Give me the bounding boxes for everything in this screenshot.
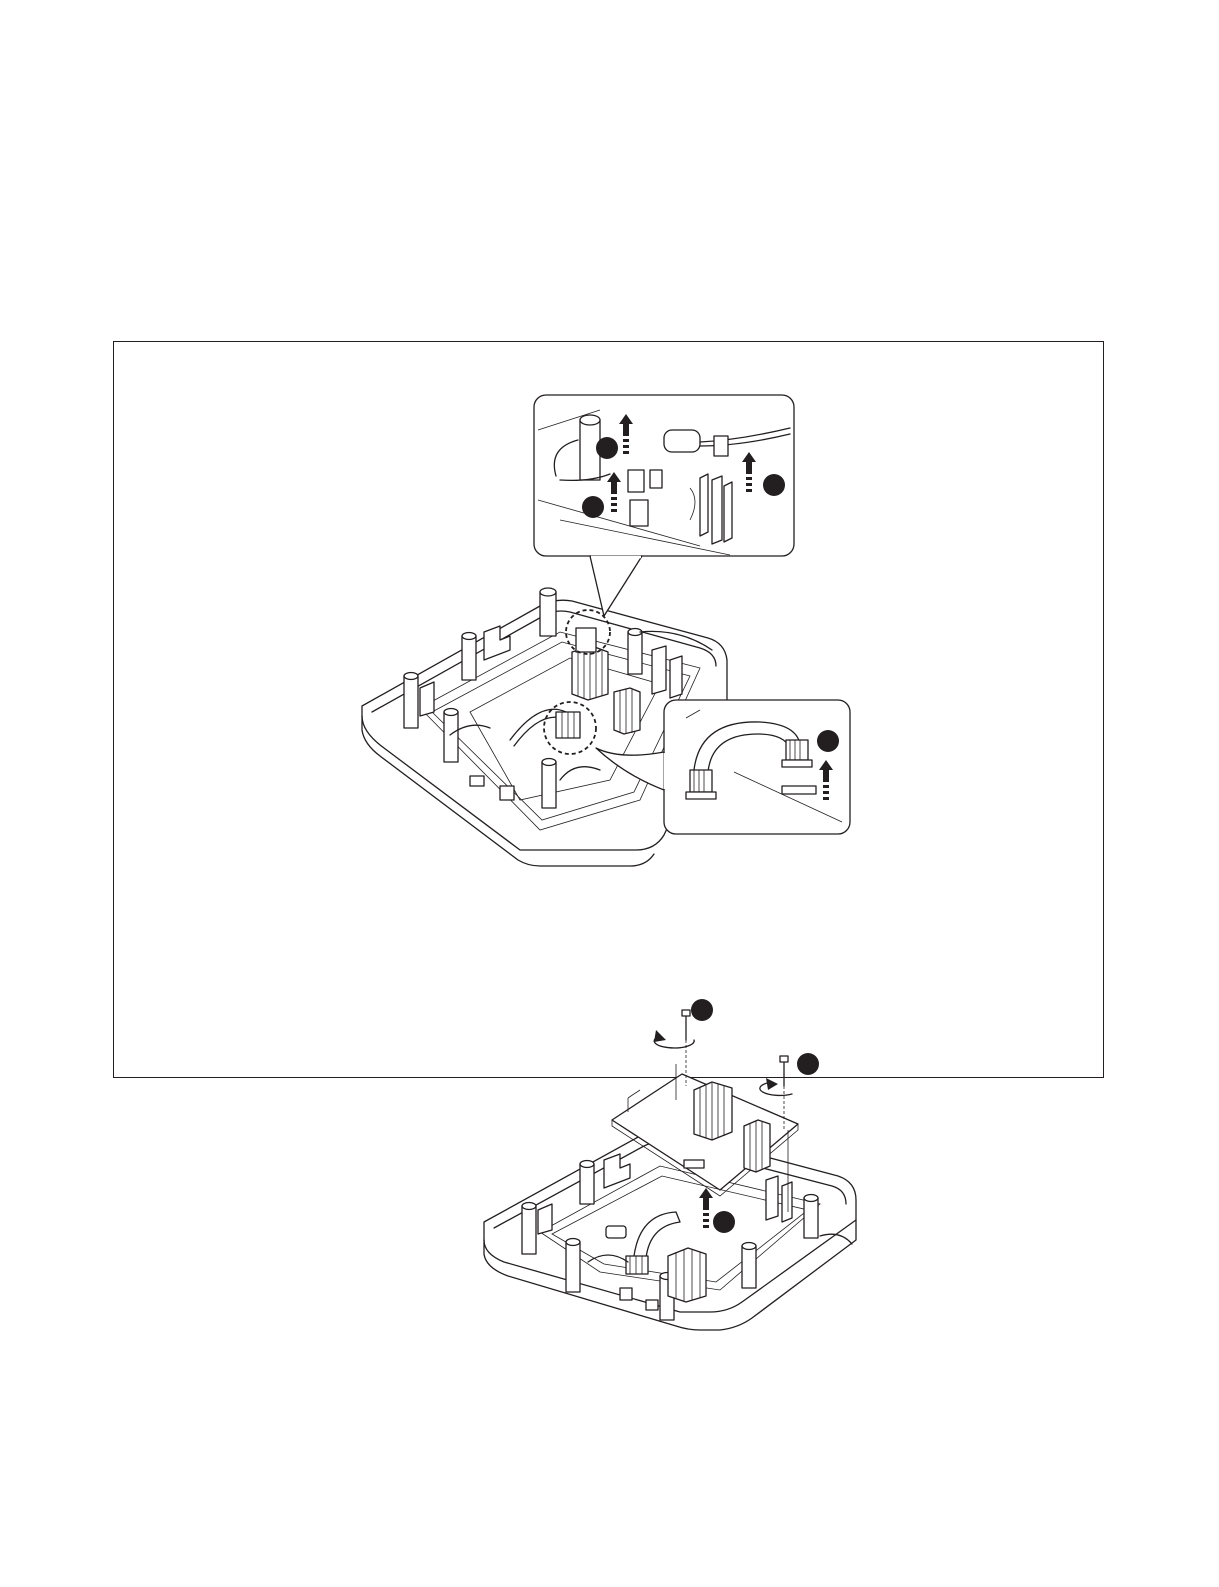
step-marker — [763, 474, 785, 496]
connector-detail-top — [534, 395, 794, 616]
step-marker — [817, 730, 839, 752]
step-marker — [582, 496, 604, 518]
step-marker — [797, 1053, 819, 1075]
rotate-arrow-icon — [654, 1030, 694, 1048]
step-marker — [713, 1211, 735, 1233]
step-marker — [691, 999, 713, 1021]
lower-device-base — [484, 1131, 856, 1330]
step-marker — [596, 437, 618, 459]
rotate-arrow-icon — [760, 1078, 792, 1095]
